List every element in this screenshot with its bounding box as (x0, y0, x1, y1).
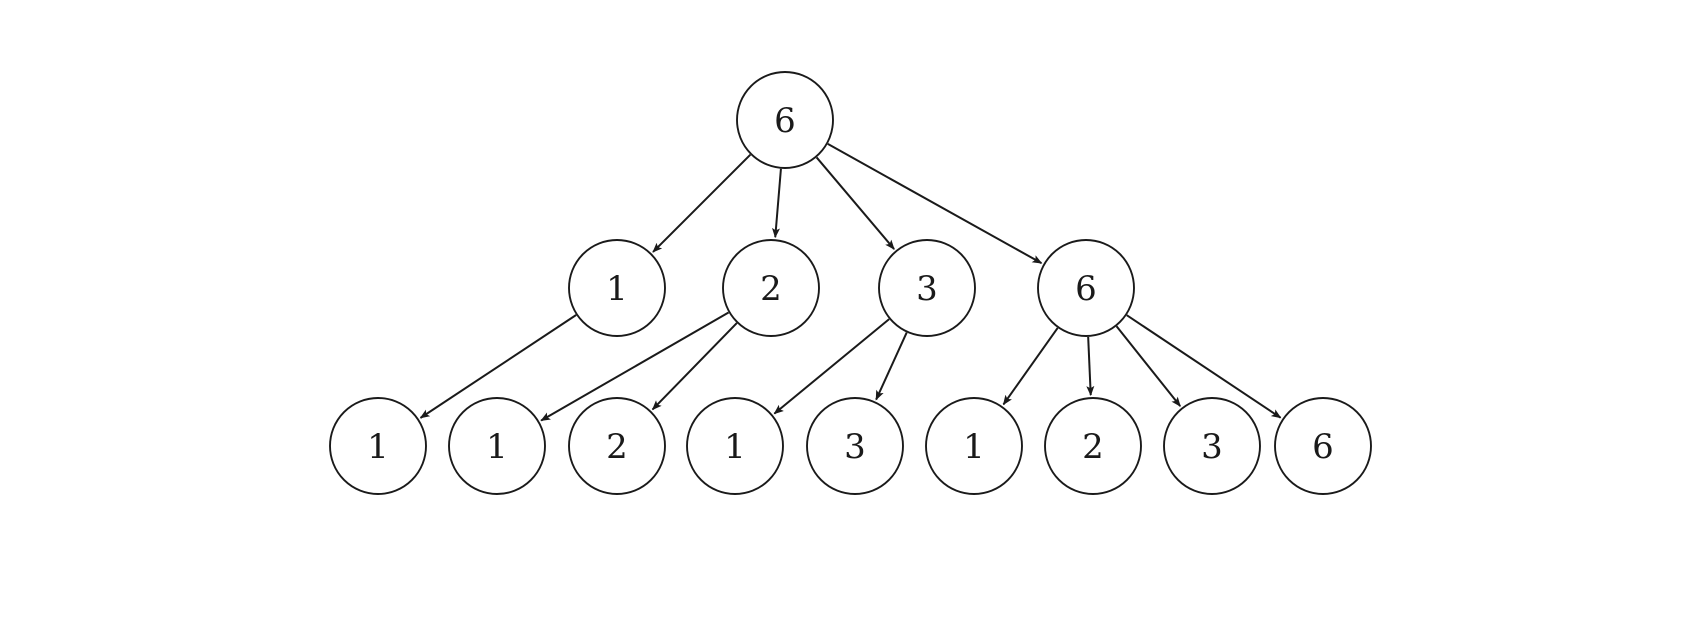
node-label: 2 (606, 427, 628, 467)
tree-node[interactable]: 3 (806, 397, 904, 495)
node-label: 2 (760, 269, 782, 309)
tree-edge (875, 332, 908, 401)
tree-edge (1002, 327, 1059, 406)
tree-edge (827, 143, 1043, 265)
tree-edge (1126, 314, 1282, 419)
node-label: 6 (1312, 427, 1334, 467)
node-label: 1 (724, 427, 746, 467)
node-label: 3 (844, 427, 866, 467)
node-circle[interactable] (686, 397, 784, 495)
tree-node[interactable]: 1 (925, 397, 1023, 495)
node-circle[interactable] (448, 397, 546, 495)
tree-node[interactable]: 1 (686, 397, 784, 495)
tree-node[interactable]: 6 (1274, 397, 1372, 495)
tree-edge (1115, 325, 1181, 407)
node-label: 3 (1201, 427, 1223, 467)
tree-node[interactable]: 6 (736, 71, 834, 169)
tree-edge (540, 311, 730, 422)
node-circle[interactable] (1044, 397, 1142, 495)
tree-edge (652, 153, 752, 253)
edges-layer (419, 143, 1282, 422)
node-circle[interactable] (806, 397, 904, 495)
node-circle[interactable] (878, 239, 976, 337)
node-circle[interactable] (722, 239, 820, 337)
node-circle[interactable] (568, 239, 666, 337)
tree-node[interactable]: 3 (1163, 397, 1261, 495)
tree-edge (1086, 336, 1095, 397)
node-label: 2 (1082, 427, 1104, 467)
node-label: 1 (486, 427, 508, 467)
node-label: 3 (916, 269, 938, 309)
node-circle[interactable] (1037, 239, 1135, 337)
tree-node[interactable]: 1 (568, 239, 666, 337)
node-label: 1 (963, 427, 985, 467)
nodes-layer: 6 1 2 3 6 1 1 2 1 3 1 2 3 6 (329, 71, 1372, 495)
node-label: 1 (606, 269, 628, 309)
tree-node[interactable]: 2 (722, 239, 820, 337)
node-circle[interactable] (329, 397, 427, 495)
node-circle[interactable] (736, 71, 834, 169)
tree-node[interactable]: 2 (568, 397, 666, 495)
node-label: 6 (774, 101, 796, 141)
node-circle[interactable] (925, 397, 1023, 495)
tree-edge (419, 314, 577, 419)
node-circle[interactable] (568, 397, 666, 495)
tree-node[interactable]: 6 (1037, 239, 1135, 337)
tree-edge (651, 322, 738, 411)
tree-node[interactable]: 2 (1044, 397, 1142, 495)
tree-node[interactable]: 3 (878, 239, 976, 337)
tree-node[interactable]: 1 (329, 397, 427, 495)
node-circle[interactable] (1274, 397, 1372, 495)
tree-edge (772, 168, 782, 239)
tree-edge (815, 156, 895, 250)
node-label: 1 (367, 427, 389, 467)
tree-node[interactable]: 1 (448, 397, 546, 495)
node-label: 6 (1075, 269, 1097, 309)
node-circle[interactable] (1163, 397, 1261, 495)
tree-edge (773, 318, 890, 415)
